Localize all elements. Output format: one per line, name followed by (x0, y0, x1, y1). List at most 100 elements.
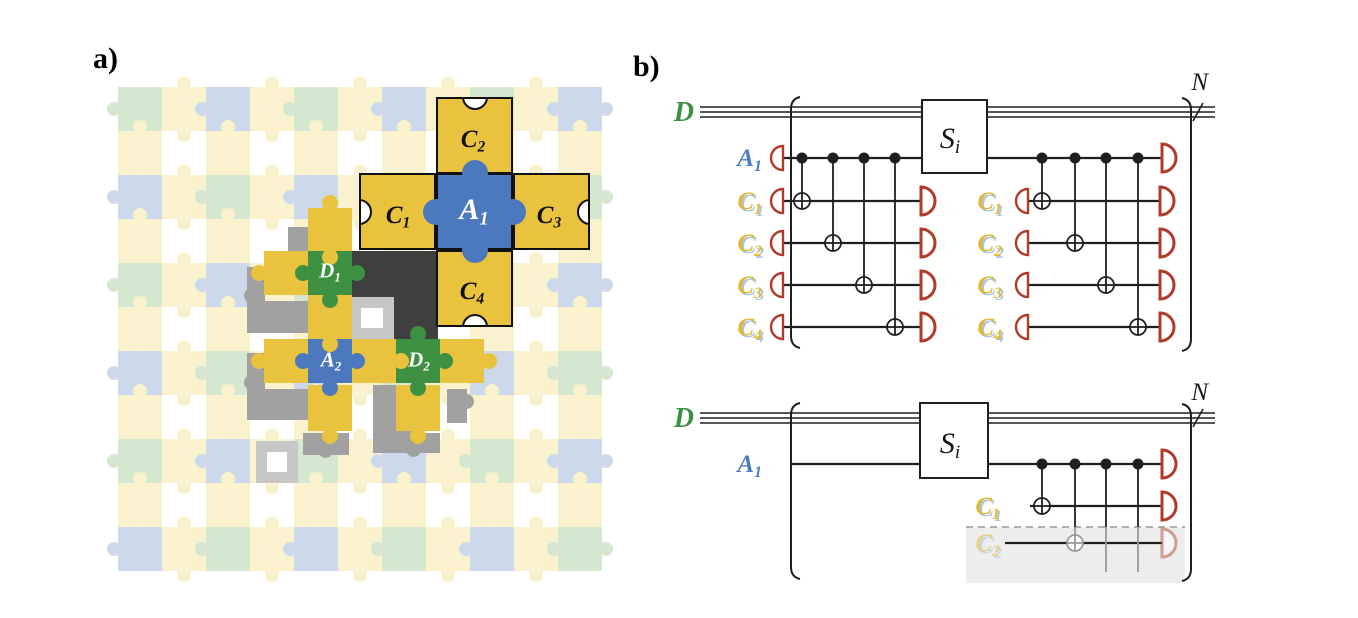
prep-icon (769, 271, 785, 299)
puzzle-knob (265, 516, 279, 530)
background-piece (294, 131, 338, 175)
bundle-size-label: N (1190, 379, 1209, 406)
control-dot (1036, 152, 1048, 164)
puzzle-knob (371, 102, 385, 116)
bundle-size-label: N (1190, 379, 1209, 406)
puzzle-knob (265, 216, 279, 230)
puzzle-knob (107, 102, 121, 116)
group-bracket (790, 96, 801, 349)
puzzle-knob (599, 278, 613, 292)
puzzle-knob (177, 340, 191, 354)
puzzle-knob (599, 102, 613, 116)
puzzle-knob (177, 128, 191, 142)
ancilla-label: A1 (735, 145, 762, 175)
puzzle-knob (295, 353, 311, 369)
bundle-count-tick (1192, 408, 1204, 428)
piece-label-d2: D2 (408, 347, 430, 374)
puzzle-knob (353, 76, 367, 90)
background-piece (206, 219, 250, 263)
puzzle-knob (547, 102, 561, 116)
group-bracket (1181, 97, 1192, 352)
control-dot (1132, 458, 1144, 470)
background-piece (558, 131, 602, 175)
measurement-icon (1158, 227, 1176, 259)
puzzle-knob (195, 102, 209, 116)
background-piece (118, 131, 162, 175)
puzzle-knob (265, 428, 279, 442)
gray-fragment (373, 385, 397, 423)
measurement-icon (1158, 311, 1176, 343)
background-piece (206, 483, 250, 527)
background-piece (382, 483, 426, 527)
prep-icon (1014, 229, 1030, 257)
background-piece (558, 527, 602, 571)
background-piece (470, 527, 514, 571)
check-label-b1-4: C4 (737, 314, 762, 344)
ancilla-label: A1 (735, 451, 762, 481)
puzzle-knob (133, 208, 147, 222)
puzzle-knob (353, 128, 367, 142)
background-piece (118, 395, 162, 439)
puzzle-knob (195, 366, 209, 380)
check-label-b2-1: C1 (977, 188, 1002, 218)
data-register-label: D (673, 97, 694, 128)
puzzle-knob (309, 120, 323, 134)
puzzle-knob (221, 208, 235, 222)
puzzle-knob (410, 326, 426, 342)
puzzle-knob (265, 164, 279, 178)
puzzle-knob (485, 384, 499, 398)
socket-notch (461, 314, 488, 325)
puzzle-knob (177, 216, 191, 230)
puzzle-knob (251, 265, 267, 281)
puzzle-knob (397, 472, 411, 486)
puzzle-knob (573, 384, 587, 398)
puzzle-knob (265, 568, 279, 582)
gray-knob (405, 441, 421, 457)
puzzle-knob (371, 542, 385, 556)
puzzle-knob (177, 428, 191, 442)
puzzle-knob (547, 454, 561, 468)
puzzle-knob (441, 480, 455, 494)
puzzle-knob (599, 454, 613, 468)
puzzle-knob (441, 568, 455, 582)
a1-knob (423, 198, 449, 225)
control-dot (1100, 152, 1112, 164)
a1-knob (461, 237, 488, 263)
gray-knob (243, 374, 259, 390)
prep-icon (769, 187, 785, 215)
light-gray-piece (350, 297, 394, 339)
group-yellow-piece (308, 208, 352, 252)
background-piece (206, 307, 250, 351)
puzzle-knob (107, 542, 121, 556)
data-register-label: D (673, 403, 694, 434)
bundle-size-label: N (1190, 69, 1209, 96)
measurement-icon (1160, 527, 1178, 559)
gray-knob (458, 393, 474, 409)
measurement-icon (919, 269, 937, 301)
puzzle-knob (437, 353, 453, 369)
puzzle-knob (485, 472, 499, 486)
check-label-2-faded: C2 (977, 532, 1002, 562)
puzzle-knob (441, 516, 455, 530)
group-bracket (790, 402, 801, 580)
group-bracket (1181, 403, 1192, 582)
gray-fragment (265, 389, 310, 420)
puzzle-knob (195, 454, 209, 468)
puzzle-knob (177, 164, 191, 178)
piece-label-c2: C2 (460, 126, 486, 156)
control-dot (1069, 152, 1081, 164)
a1-knob (500, 198, 526, 225)
puzzle-knob (322, 195, 338, 211)
puzzle-knob (195, 190, 209, 204)
check-label-b1-3: C3 (737, 272, 762, 302)
piece-label-c3: C3 (536, 202, 562, 232)
puzzle-knob (353, 428, 367, 442)
ancilla-label: A1 (735, 145, 762, 175)
background-piece (558, 483, 602, 527)
